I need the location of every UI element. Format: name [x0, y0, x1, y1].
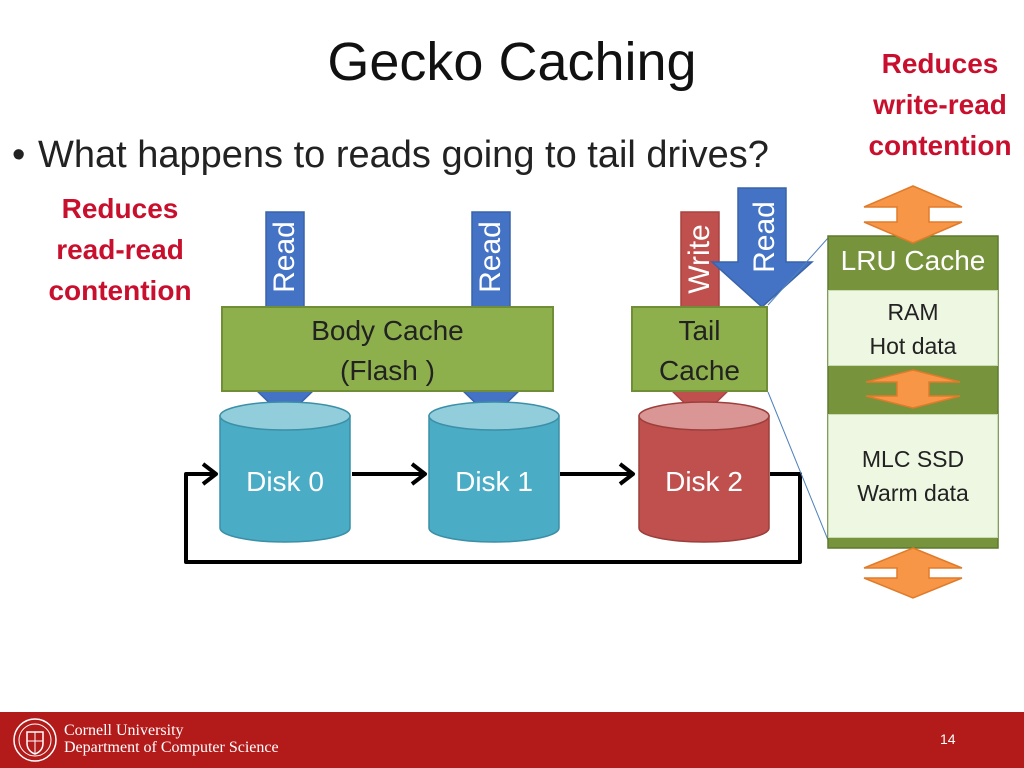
cornell-seal-icon — [13, 718, 57, 762]
read-label-tail: Read — [748, 201, 781, 273]
note-write-read: Reduces write-read contention — [856, 43, 1024, 166]
bullet-question: • What happens to reads going to tail dri… — [12, 132, 769, 178]
footer-bar — [0, 712, 1024, 768]
note-write-read-line3: contention — [868, 130, 1012, 161]
double-arrow-middle — [865, 369, 961, 409]
disk-1-shape — [428, 401, 560, 543]
disk-2-shape — [638, 401, 770, 543]
mlc-ssd-box: MLC SSD Warm data — [828, 414, 998, 538]
warm-data-line: Warm data — [857, 480, 969, 506]
note-read-read-line3: contention — [48, 275, 192, 306]
note-read-read-line1: Reduces — [61, 193, 179, 224]
body-cache-box: Body Cache (Flash ) — [221, 306, 554, 392]
tail-cache-line2: Cache — [659, 355, 740, 386]
disk-0-shape — [219, 401, 351, 543]
tail-cache-line1: Tail — [678, 315, 721, 346]
body-cache-line1: Body Cache — [311, 315, 464, 346]
double-arrow-top — [863, 185, 963, 244]
footer-department: Department of Computer Science — [64, 739, 279, 756]
note-write-read-line2: write-read — [873, 89, 1007, 120]
read-label-disk0: Read — [268, 221, 301, 293]
ram-line: RAM — [887, 299, 939, 325]
zoom-line-top — [767, 237, 829, 306]
note-write-read-line1: Reduces — [881, 48, 999, 79]
disk-1-label: Disk 1 — [455, 466, 533, 497]
footer-org: Cornell University Department of Compute… — [64, 722, 279, 756]
zoom-line-bottom — [767, 391, 829, 541]
lru-cache-title: LRU Cache — [840, 245, 986, 276]
double-arrow-bottom — [863, 547, 963, 599]
slide-title: Gecko Caching — [327, 32, 697, 92]
mlc-ssd-line: MLC SSD — [861, 446, 965, 472]
disk-0-label: Disk 0 — [246, 466, 324, 497]
footer-university: Cornell University — [64, 722, 184, 739]
write-label-disk2: Write — [683, 224, 716, 294]
disk-2-label: Disk 2 — [665, 466, 743, 497]
bullet-marker: • — [12, 134, 26, 176]
body-cache-line2: (Flash ) — [340, 355, 435, 386]
tail-cache-box: Tail Cache — [631, 306, 768, 392]
ram-hot-box: RAM Hot data — [828, 290, 998, 366]
page-number: 14 — [940, 731, 956, 747]
disk-chain-connector — [184, 462, 802, 564]
hot-data-line: Hot data — [869, 333, 957, 359]
bullet-text: What happens to reads going to tail driv… — [38, 134, 769, 176]
read-label-disk1: Read — [474, 221, 507, 293]
note-read-read-line2: read-read — [56, 234, 184, 265]
note-read-read: Reduces read-read contention — [30, 188, 210, 311]
